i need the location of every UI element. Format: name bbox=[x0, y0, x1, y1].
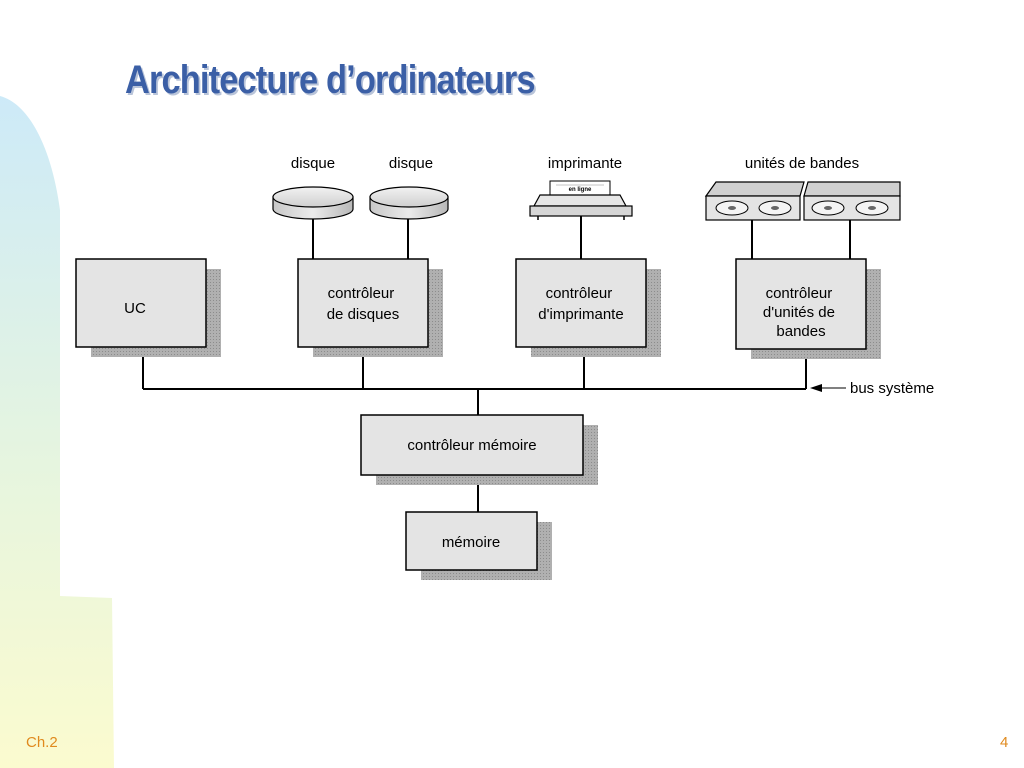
memory-controller-box: contrôleur mémoire bbox=[360, 414, 598, 485]
footer-page-number: 4 bbox=[1000, 734, 1009, 751]
disk-1-label: disque bbox=[291, 155, 335, 172]
printer-icon: en ligne bbox=[529, 180, 633, 220]
memory-controller-label: contrôleur mémoire bbox=[407, 437, 536, 454]
footer-chapter: Ch.2 bbox=[26, 734, 58, 751]
connection-lines bbox=[142, 216, 851, 512]
disk-2-label: disque bbox=[389, 155, 433, 172]
disk-icon bbox=[369, 186, 449, 220]
printer-controller-label: contrôleur d'imprimante bbox=[538, 285, 623, 323]
disk-controller-box: contrôleur de disques bbox=[297, 258, 443, 357]
memory-label: mémoire bbox=[442, 534, 500, 551]
bus-label: bus système bbox=[850, 380, 934, 397]
tape-unit-icon bbox=[704, 181, 805, 221]
disk-controller-label: contrôleur de disques bbox=[327, 285, 400, 323]
side-decoration bbox=[0, 96, 114, 768]
disk-icon bbox=[272, 186, 354, 220]
cpu-box: UC bbox=[75, 258, 221, 357]
tapes-label: unités de bandes bbox=[745, 155, 859, 172]
printer-label: imprimante bbox=[548, 155, 622, 172]
page-title: Architecture d’ordinateurs bbox=[125, 58, 536, 102]
tape-unit-icon bbox=[803, 181, 901, 221]
printer-screen-text: en ligne bbox=[569, 187, 592, 193]
cpu-label: UC bbox=[124, 300, 146, 317]
printer-controller-box: contrôleur d'imprimante bbox=[515, 258, 661, 357]
tape-controller-box: contrôleur d'unités de bandes bbox=[735, 258, 881, 359]
bus-label-group: bus système bbox=[810, 380, 934, 397]
tape-controller-label: contrôleur d'unités de bandes bbox=[763, 285, 839, 340]
memory-box: mémoire bbox=[405, 511, 552, 580]
